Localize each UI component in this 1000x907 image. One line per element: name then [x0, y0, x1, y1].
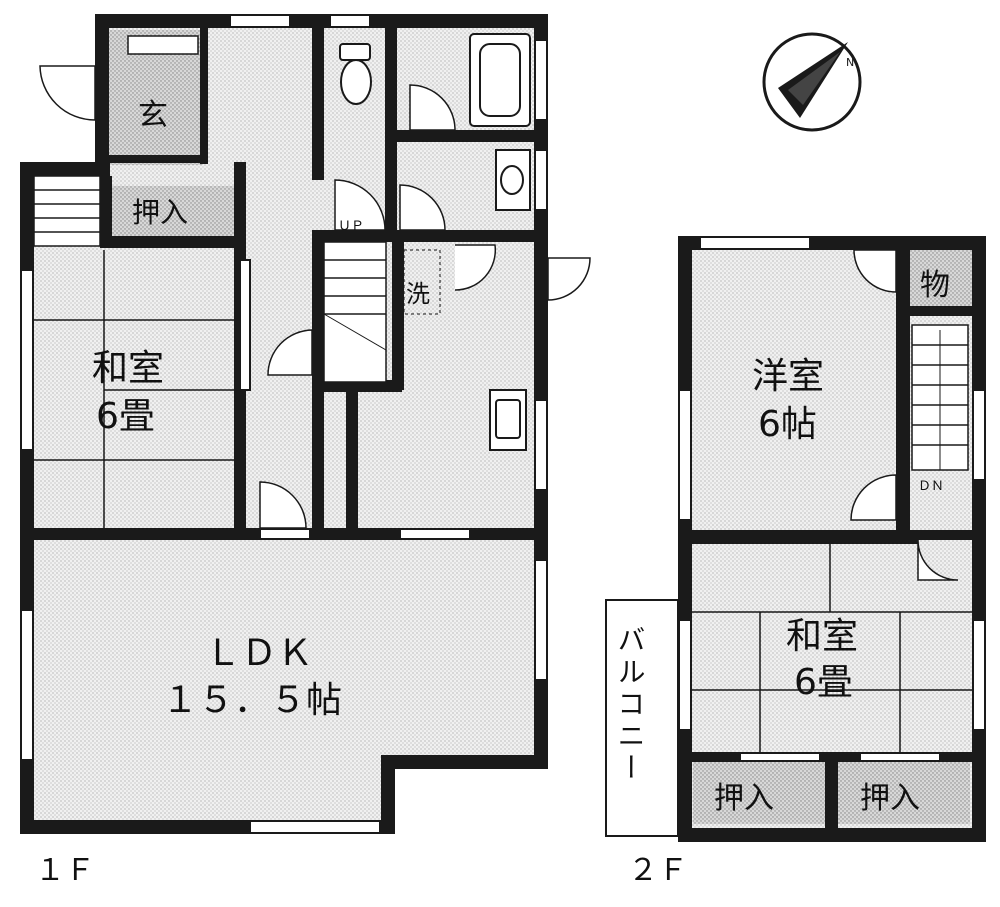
youshitsu-name: 洋室: [752, 356, 824, 397]
closet-label-1f: 押入: [132, 196, 188, 229]
closet-right-label: 押入: [860, 781, 920, 816]
storage-area: [910, 250, 972, 306]
stairs-up-label: ＵＰ: [338, 219, 364, 234]
washitsu-1f-name: 和室: [92, 348, 164, 389]
floor-2-windows: [678, 236, 986, 762]
compass-icon: N: [762, 32, 862, 132]
stairs-down-label: ＤＮ: [918, 479, 944, 494]
entrance-label: 玄: [138, 98, 168, 133]
floor-2: 物 洋室 6帖 ＤＮ 和室 6畳 押入 押入 バルコニー ２Ｆ: [605, 236, 986, 888]
toilet-fixture: [339, 43, 372, 105]
floor-1-tatami-lines: [34, 250, 234, 528]
floor-1-doors: [39, 65, 591, 529]
balcony-label: バルコニー: [614, 625, 647, 785]
entrance-shelf: [127, 35, 199, 55]
washitsu-1f-size: 6畳: [96, 396, 155, 437]
closet-left-label: 押入: [714, 781, 774, 816]
bathtub-fixture: [469, 33, 531, 127]
sink-fixture: [495, 149, 531, 211]
storage-label: 物: [920, 268, 950, 303]
floor-2-label: ２Ｆ: [628, 853, 688, 888]
floor-2-tatami-lines: [692, 544, 972, 752]
floor-1-windows: [20, 14, 548, 834]
floor-2-stairs: [911, 324, 969, 471]
entrance-closet-area: [108, 186, 240, 236]
floor-1: 玄 押入 和室 6畳 洗 ＵＰ ＬＤＫ １５．５帖 １Ｆ: [20, 14, 591, 888]
ldk-name: ＬＤＫ: [205, 633, 313, 674]
floor-2-doors: [850, 249, 959, 581]
washitsu-2f-name: 和室: [786, 616, 858, 657]
floor-1-label: １Ｆ: [35, 853, 95, 888]
balcony-area: [605, 599, 679, 837]
closet-right-area: [838, 760, 970, 824]
washitsu-2f-size: 6畳: [794, 662, 853, 703]
kitchen-sink-fixture: [489, 389, 527, 451]
compass-north-label: N: [846, 56, 854, 69]
ldk-size: １５．５帖: [162, 680, 342, 721]
closet-left-area: [693, 760, 825, 824]
youshitsu-size: 6帖: [758, 404, 817, 445]
washer-space: [403, 249, 441, 315]
floor-1-stairs: [33, 175, 387, 383]
wash-label: 洗: [406, 280, 430, 308]
